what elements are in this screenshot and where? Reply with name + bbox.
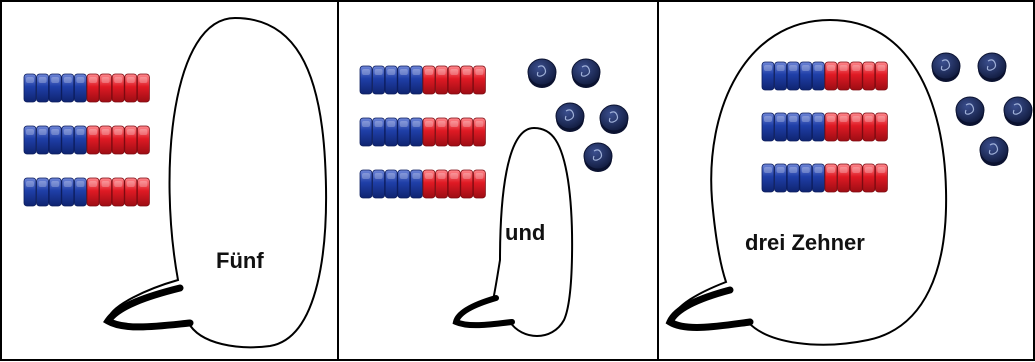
one-counter-icon — [1003, 96, 1033, 126]
one-counter-icon — [571, 58, 601, 88]
panel-2: und — [359, 58, 629, 337]
one-counter-icon — [583, 142, 613, 172]
ten-rod-icon — [23, 73, 150, 103]
ten-rod-icon — [23, 125, 150, 155]
ten-rod-icon — [761, 163, 888, 193]
panel-3: drei Zehner — [665, 18, 1033, 346]
one-counter-icon — [977, 52, 1007, 82]
ones-group — [527, 58, 629, 172]
panel-caption: drei Zehner — [745, 230, 865, 255]
ones-group — [931, 52, 1033, 166]
one-counter-icon — [527, 58, 557, 88]
ten-rod-icon — [359, 65, 486, 95]
ten-rod-icon — [761, 61, 888, 91]
panel-caption: und — [505, 220, 545, 245]
one-counter-icon — [599, 104, 629, 134]
panel-1: Fünf — [23, 16, 328, 349]
tens-group — [761, 61, 888, 193]
ten-rod-icon — [23, 177, 150, 207]
one-counter-icon — [955, 96, 985, 126]
ten-rod-icon — [359, 117, 486, 147]
ten-rod-icon — [761, 112, 888, 142]
panel-frame-3 — [657, 0, 1035, 361]
panel-caption: Fünf — [216, 248, 264, 273]
one-counter-icon — [979, 136, 1009, 166]
tens-group — [359, 65, 486, 199]
speech-bubble-icon — [103, 16, 328, 349]
one-counter-icon — [931, 52, 961, 82]
tens-group — [23, 73, 150, 207]
speech-bubble-icon — [452, 126, 574, 337]
one-counter-icon — [555, 102, 585, 132]
ten-rod-icon — [359, 169, 486, 199]
